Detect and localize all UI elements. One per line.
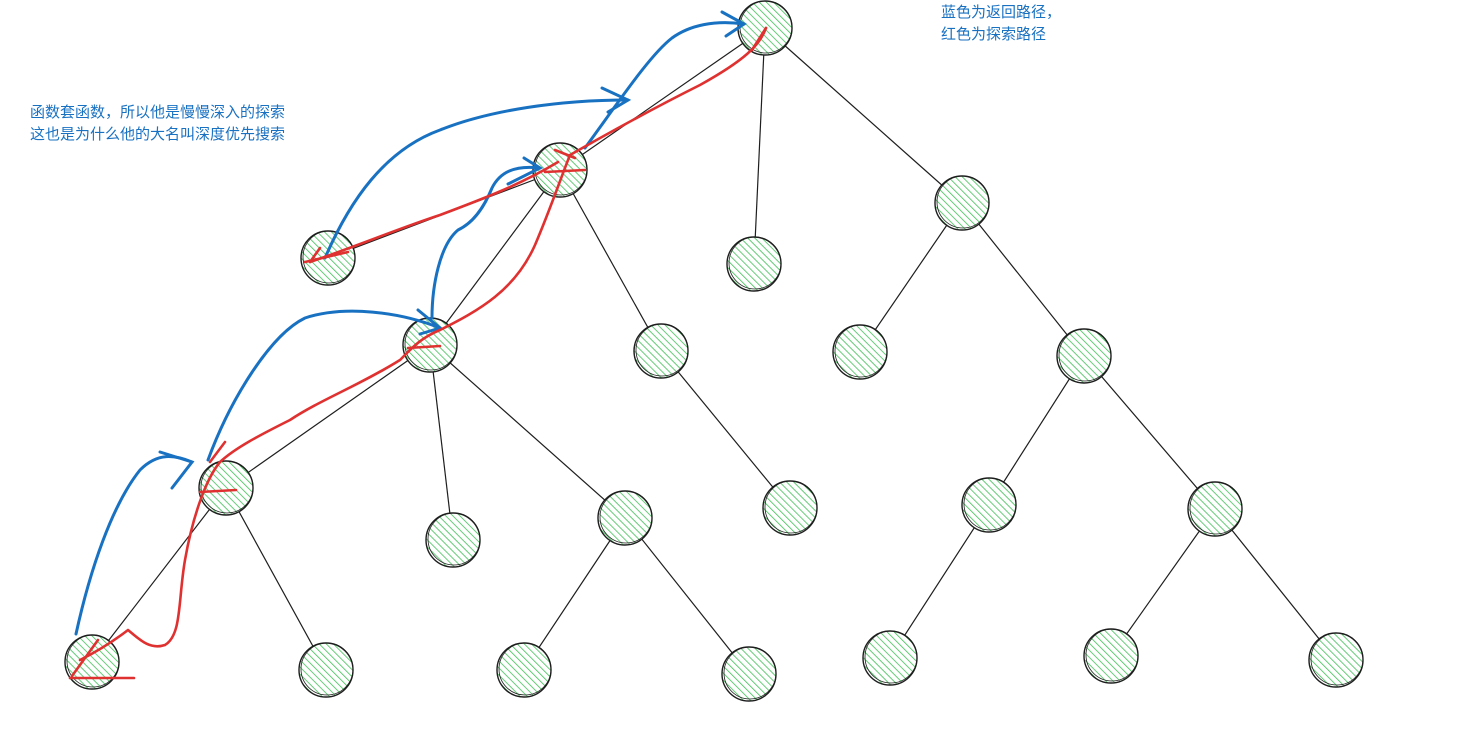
- return-path-5: [583, 21, 746, 150]
- tree-node-c: [934, 175, 990, 231]
- explore-mark-a21: [198, 440, 238, 494]
- tree-node-b: [726, 236, 782, 292]
- tree-node-outline-a4: [635, 323, 689, 377]
- explanation-note: 函数套函数，所以他是慢慢深入的探索 这也是为什么他的大名叫深度优先搜索: [30, 101, 285, 145]
- legend-note: 蓝色为返回路径， 红色为探索路径: [941, 1, 1061, 45]
- return-path-2: [206, 309, 442, 462]
- tree-node-outline-a322: [723, 646, 777, 700]
- tree-node-c21: [961, 477, 1017, 533]
- tree-node-a31: [597, 490, 653, 546]
- tree-node-a212: [298, 642, 354, 698]
- tree-node-outline-a212: [300, 642, 354, 696]
- tree-node-c22: [1187, 481, 1243, 537]
- tree-node-outline-c1: [834, 324, 888, 378]
- tree-edge-c2-c22: [1083, 355, 1216, 510]
- tree-node-c211: [862, 630, 918, 686]
- tree-node-outline-a22: [66, 634, 120, 688]
- traversal-paths: [68, 10, 768, 680]
- tree-node-outline-c221: [1085, 628, 1139, 682]
- tree-node-a4: [633, 323, 689, 379]
- tree-node-c221: [1083, 628, 1139, 684]
- tree-edge-a21-a212: [225, 487, 327, 671]
- tree-edge-root-a: [559, 27, 766, 171]
- tree-edge-a-a4: [559, 169, 662, 352]
- legend-line-2: 红色为探索路径: [941, 25, 1047, 43]
- tree-edge-a31-a321: [523, 517, 626, 671]
- tree-edge-root-b: [753, 27, 766, 265]
- tree-edge-c2-c21: [988, 355, 1085, 506]
- tree-node-outline-a21: [200, 460, 254, 514]
- tree-edge-a21-a211: [91, 487, 227, 663]
- tree-node-a321: [496, 642, 552, 698]
- tree-node-outline-a1: [302, 230, 356, 284]
- tree-node-outline-c22: [1189, 481, 1243, 535]
- return-arrowhead-2: [416, 308, 444, 336]
- tree-edge-c22-c221: [1110, 508, 1216, 657]
- tree-edge-c22-c222: [1214, 508, 1337, 661]
- tree-node-a21: [198, 460, 254, 516]
- tree-edge-c21-c211: [889, 504, 990, 659]
- tree-edge-c-c1: [859, 202, 963, 353]
- tree-node-outline-c: [936, 175, 990, 229]
- tree-node-outline-b: [728, 236, 782, 290]
- tree-edge-a-a2: [429, 169, 561, 346]
- tree-node-a3: [425, 512, 481, 568]
- tree-node-a322: [721, 646, 777, 702]
- tree-node-c2: [1056, 328, 1112, 384]
- return-arrowhead-5: [720, 10, 747, 38]
- tree-edge-a2-a21: [225, 344, 431, 489]
- tree-node-a1: [300, 230, 356, 286]
- return-path-3: [430, 165, 542, 320]
- explore-mark-a2: [406, 344, 442, 350]
- explore-mark-a211: [68, 638, 136, 680]
- explore-path-branch: [308, 160, 560, 264]
- tree-edge-a31-a322: [624, 517, 750, 675]
- tree-edge-root-c: [764, 27, 963, 204]
- tree-node-c1: [832, 324, 888, 380]
- tree-edge-c-c2: [961, 202, 1085, 357]
- tree-edge-a4-a41: [660, 350, 791, 509]
- tree-edge-a2-a31: [429, 344, 626, 519]
- explanation-line-1: 函数套函数，所以他是慢慢深入的探索: [30, 103, 286, 121]
- tree-node-outline-a321: [498, 642, 552, 696]
- tree-node-c222: [1308, 632, 1364, 688]
- tree-edge-a2-a3: [429, 344, 454, 541]
- explanation-line-2: 这也是为什么他的大名叫深度优先搜索: [30, 125, 286, 143]
- explore-arrow-root: [750, 26, 768, 52]
- tree-node-outline-c211: [864, 630, 918, 684]
- tree-node-outline-c21: [963, 477, 1017, 531]
- return-arrowhead-1: [158, 450, 195, 490]
- tree-node-outline-a3: [427, 512, 481, 566]
- tree-node-outline-c2: [1058, 328, 1112, 382]
- explore-mark-a1: [303, 246, 350, 264]
- explore-path-main: [78, 26, 768, 662]
- tree-edges: [91, 27, 1337, 675]
- tree-node-outline-a31: [599, 490, 653, 544]
- legend-line-1: 蓝色为返回路径，: [941, 3, 1062, 21]
- return-path-4: [323, 98, 630, 260]
- tree-node-a41: [762, 480, 818, 536]
- tree-node-outline-a41: [764, 480, 818, 534]
- explore-mark-a: [543, 148, 587, 174]
- return-arrowhead-3: [506, 156, 544, 186]
- tree-node-outline-c222: [1310, 632, 1364, 686]
